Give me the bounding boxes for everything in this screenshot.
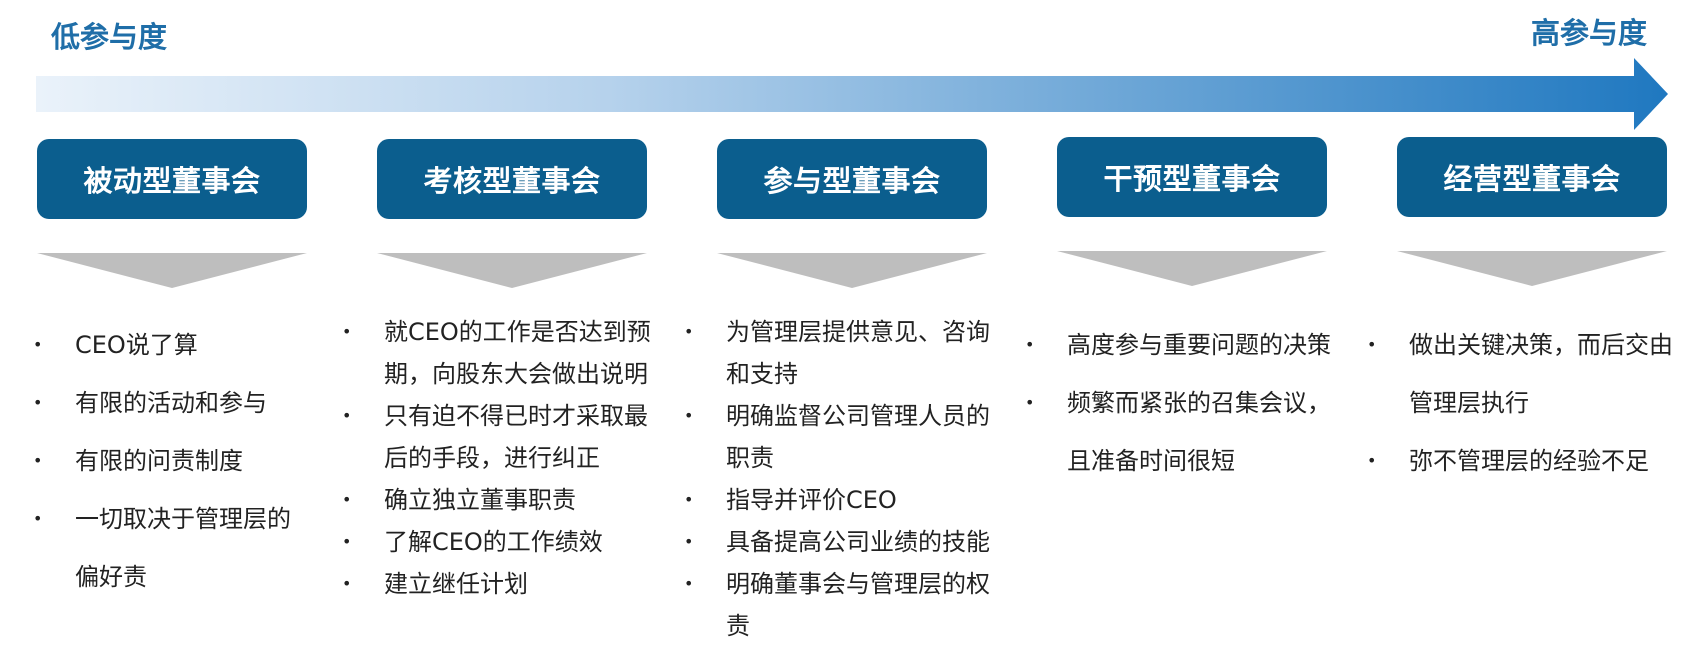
low-participation-label: 低参与度: [51, 20, 168, 54]
list-item: •建立继任计划: [342, 570, 528, 598]
list-item: •CEO说了算: [33, 331, 198, 359]
stage-bullets-interventionist: •高度参与重要问题的决策 •频繁而紧张的召集会议，且准备时间很短: [1025, 316, 1345, 490]
stage-box-participative: 参与型董事会: [717, 139, 987, 219]
list-item: •做出关键决策，而后交由管理层执行: [1367, 331, 1673, 417]
participation-scale-arrow: [36, 58, 1668, 130]
chevron-down-icon: [377, 253, 647, 288]
list-item: •确立独立董事职责: [342, 486, 576, 514]
stage-column-participative: 参与型董事会: [717, 139, 987, 288]
stage-column-passive: 被动型董事会: [37, 139, 307, 288]
stage-column-interventionist: 干预型董事会: [1057, 137, 1327, 286]
stage-box-passive: 被动型董事会: [37, 139, 307, 219]
list-item: •只有迫不得已时才采取最后的手段，进行纠正: [342, 402, 648, 472]
chevron-down-icon: [37, 253, 307, 288]
list-item: •指导并评价CEO: [684, 486, 897, 514]
stage-box-interventionist: 干预型董事会: [1057, 137, 1327, 217]
list-item: •了解CEO的工作绩效: [342, 528, 603, 556]
list-item: •高度参与重要问题的决策: [1025, 331, 1331, 359]
high-participation-label: 高参与度: [1531, 16, 1648, 50]
list-item: •明确董事会与管理层的权责: [684, 570, 990, 640]
stage-column-review: 考核型董事会: [377, 139, 647, 288]
stage-bullets-participative: •为管理层提供意见、咨询和支持 •明确监督公司管理人员的职责 •指导并评价CEO…: [684, 311, 1004, 647]
list-item: •有限的问责制度: [33, 447, 243, 475]
chevron-down-icon: [1397, 251, 1667, 286]
list-item: •频繁而紧张的召集会议，且准备时间很短: [1025, 389, 1331, 475]
chevron-down-icon: [1057, 251, 1327, 286]
stage-box-operating: 经营型董事会: [1397, 137, 1667, 217]
list-item: •有限的活动和参与: [33, 389, 267, 417]
stage-bullets-review: •就CEO的工作是否达到预期，向股东大会做出说明 •只有迫不得已时才采取最后的手…: [342, 311, 662, 605]
list-item: •弥不管理层的经验不足: [1367, 447, 1649, 475]
list-item: •具备提高公司业绩的技能: [684, 528, 990, 556]
list-item: •为管理层提供意见、咨询和支持: [684, 318, 990, 388]
stage-column-operating: 经营型董事会: [1397, 137, 1667, 286]
list-item: •一切取决于管理层的偏好责: [33, 505, 291, 591]
list-item: •明确监督公司管理人员的职责: [684, 402, 990, 472]
stage-bullets-passive: •CEO说了算 •有限的活动和参与 •有限的问责制度 •一切取决于管理层的偏好责: [33, 316, 353, 606]
chevron-down-icon: [717, 253, 987, 288]
stage-box-review: 考核型董事会: [377, 139, 647, 219]
stage-bullets-operating: •做出关键决策，而后交由管理层执行 •弥不管理层的经验不足: [1367, 316, 1687, 490]
list-item: •就CEO的工作是否达到预期，向股东大会做出说明: [342, 318, 651, 388]
